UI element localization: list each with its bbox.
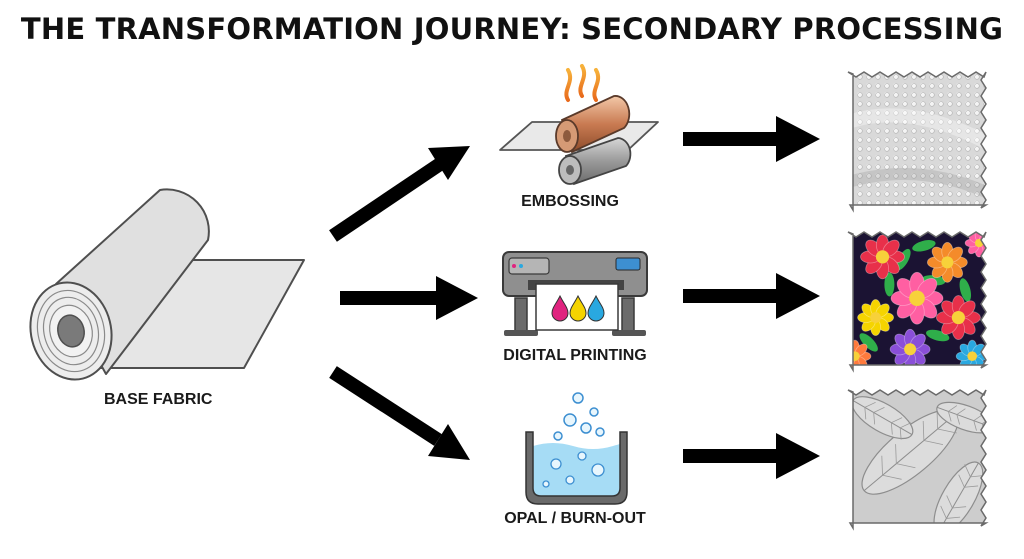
arrow-to-printed-result xyxy=(683,273,820,319)
embossed-fabric-swatch-icon xyxy=(847,71,989,213)
arrow-to-burnout xyxy=(329,366,470,460)
base-fabric-label: BASE FABRIC xyxy=(104,391,213,408)
burnout-label: OPAL / BURN-OUT xyxy=(504,510,646,527)
burnout-leaf-fabric-swatch-icon xyxy=(847,389,989,531)
chemical-bath-icon xyxy=(525,392,628,505)
arrow-to-embossing xyxy=(329,146,470,242)
digital-printing-label: DIGITAL PRINTING xyxy=(503,347,647,364)
arrow-to-burnout-result xyxy=(683,433,820,479)
printer-icon xyxy=(502,251,648,336)
arrow-to-digital-printing xyxy=(340,276,478,320)
arrow-to-embossed-result xyxy=(683,116,820,162)
embossing-rollers-icon xyxy=(499,64,659,186)
page-title: THE TRANSFORMATION JOURNEY: SECONDARY PR… xyxy=(20,12,1004,46)
embossing-label: EMBOSSING xyxy=(521,193,619,210)
floral-printed-fabric-swatch-icon xyxy=(847,231,989,373)
fabric-roll-icon xyxy=(29,188,305,381)
